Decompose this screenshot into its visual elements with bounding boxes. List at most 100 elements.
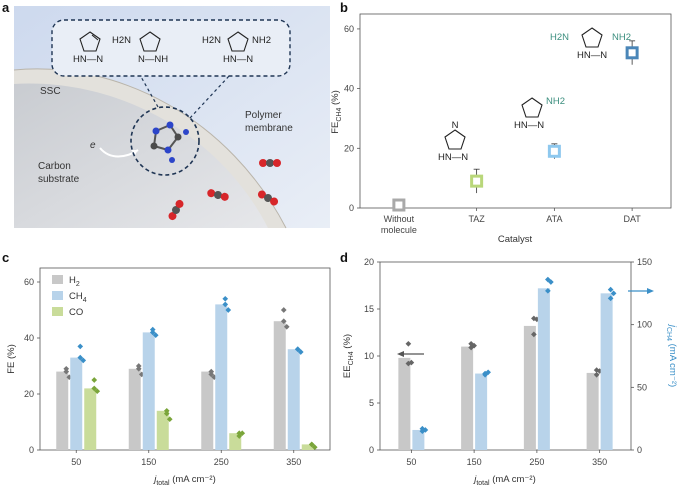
chart-c-bar: [142, 332, 155, 450]
chart-c-point: [91, 377, 98, 383]
panel-label-c: c: [2, 250, 9, 265]
chart-c-point: [77, 343, 84, 350]
ssc-label: SSC: [40, 86, 61, 97]
chart-b-ytick-label: 0: [349, 203, 354, 213]
chart-b-point: [625, 46, 639, 60]
chart-c-point: [208, 371, 215, 378]
chart-b-structure-taz: N HN—N: [438, 120, 468, 163]
chart-c-point: [222, 295, 229, 302]
chart-d-point: [405, 340, 412, 347]
structure-ata: H2N N—NH: [112, 31, 168, 65]
svg-text:N—NH: N—NH: [138, 54, 168, 65]
co2-molecules: [168, 159, 281, 221]
structure-taz: HN—N: [73, 31, 103, 65]
chart-c-point: [297, 349, 304, 355]
svg-text:NH2: NH2: [612, 32, 631, 43]
chart-b-xlabel: Catalyst: [498, 234, 533, 245]
svg-text:H2N: H2N: [112, 35, 131, 46]
chart-b-frame: [359, 13, 672, 209]
chart-c-point: [149, 326, 156, 333]
chart-c-bar: [201, 371, 214, 450]
chart-b-ylabel: FECH4 (%): [330, 90, 343, 134]
chart-b-ytick-label: 60: [344, 24, 354, 34]
chart-c-point: [222, 301, 229, 308]
chart-d-point: [468, 340, 474, 347]
chart-b-structure-dat: H2N NH2 HN—N: [550, 27, 631, 61]
svg-text:NH2: NH2: [252, 35, 271, 46]
chart-d-xtick-label: 150: [467, 457, 482, 467]
svg-text:H2N: H2N: [550, 32, 569, 43]
chart-c-point: [225, 307, 232, 313]
chart-d-ytick-right-label: 100: [637, 320, 652, 330]
chart-b-point: [392, 198, 406, 212]
chart-b-ytick-label: 20: [344, 143, 354, 153]
chart-d-point: [607, 286, 614, 293]
chart-d-point: [419, 425, 426, 432]
chart-c-bar: [70, 357, 83, 450]
chart-c-point: [294, 346, 301, 353]
molecule-3d: [150, 121, 189, 163]
svg-text:NH2: NH2: [546, 96, 565, 107]
chart-d-bar: [523, 325, 536, 450]
chart-d-xtick-label: 250: [529, 457, 544, 467]
chart-c-ytick-label: 20: [24, 389, 34, 399]
chart-c-ytick-label: 40: [24, 333, 34, 343]
chart-c-legend-swatch: [52, 307, 63, 316]
chart-b-point: [547, 144, 561, 158]
chart-d-bar: [398, 357, 411, 450]
chart-d-xtick-label: 50: [406, 457, 416, 467]
chart-c-legend-label: CH4: [69, 291, 87, 304]
chart-c-xtick-label: 350: [286, 457, 301, 467]
panel-label-a: a: [2, 0, 10, 15]
chart-c-point: [163, 410, 170, 417]
chart-c-xlabel: jtotal (mA cm⁻²): [152, 474, 216, 487]
chart-d-ytick-right-label: 150: [637, 257, 652, 267]
chart-c-ylabel: FE (%): [6, 344, 17, 374]
carbon-label-2: substrate: [38, 174, 80, 185]
chart-c-point: [239, 430, 246, 437]
chart-c-bar: [84, 388, 97, 450]
chart-d-ylabel-right: jCH4 (mA cm⁻²): [665, 323, 678, 387]
chart-c-bar: [287, 349, 300, 450]
chart-b-xtick-label: Without: [384, 214, 415, 224]
chart-b-point: [470, 174, 484, 188]
chart-d-ylabel-left: EECH4 (%): [342, 334, 355, 378]
chart-b-xtick-label: molecule: [381, 225, 417, 235]
chart-c-point: [63, 365, 70, 372]
chart-d-bar: [412, 429, 425, 450]
chart-c-point: [152, 332, 159, 339]
panel-label-b: b: [340, 0, 348, 15]
chart-d-point: [593, 367, 600, 373]
chart-d-point: [531, 331, 537, 338]
chart-b-ytick-label: 40: [344, 84, 354, 94]
chart-d-bar: [537, 288, 550, 450]
chart-b-xtick-label: ATA: [546, 214, 562, 224]
chart-d-bar: [475, 373, 488, 450]
chart-c-xtick-label: 250: [214, 457, 229, 467]
chart-c-bar: [56, 371, 69, 450]
chart-d-ytick-left-label: 5: [369, 398, 374, 408]
chart-c-bar: [156, 410, 169, 450]
chart-d-bar: [461, 346, 474, 450]
carbon-label-1: Carbon: [38, 161, 71, 172]
chart-c-point: [94, 388, 101, 395]
polymer-label-1: Polymer: [245, 110, 282, 121]
chart-d-point: [545, 276, 551, 283]
chart-d-point: [545, 287, 551, 294]
electron-label: e: [90, 140, 96, 151]
chart-c-bar: [215, 304, 228, 450]
chart-d-ytick-right-label: 50: [637, 382, 647, 392]
svg-text:H2N: H2N: [202, 35, 221, 46]
svg-text:N: N: [452, 120, 459, 131]
chart-d-bar: [586, 372, 599, 450]
chart-c-xtick-label: 150: [141, 457, 156, 467]
chart-c-point: [91, 385, 98, 392]
chart-c-ytick-label: 0: [29, 445, 34, 455]
svg-text:HN—N: HN—N: [577, 50, 607, 61]
chart-c-legend-swatch: [52, 291, 63, 300]
svg-text:HN—N: HN—N: [223, 54, 253, 65]
